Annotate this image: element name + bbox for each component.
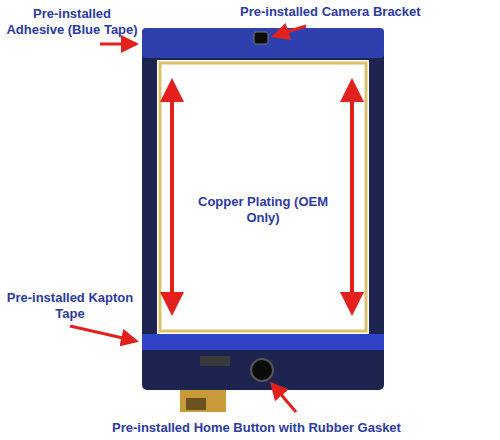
callout-label: Pre-installed Camera Bracket — [240, 4, 490, 20]
dimension-arrow — [170, 82, 174, 312]
digitizer-frame — [142, 28, 384, 390]
copper-plating — [160, 63, 366, 331]
glass-area — [157, 60, 369, 334]
flex-strip — [200, 356, 230, 366]
blue-tape — [142, 28, 384, 58]
dimension-arrow — [350, 82, 354, 312]
camera-bracket — [254, 32, 268, 44]
leader-arrow — [274, 26, 306, 36]
leader-arrow — [100, 43, 136, 46]
leader-arrow — [70, 326, 136, 341]
leader-arrow — [272, 384, 296, 412]
kapton-tape — [142, 334, 384, 350]
flex-connector — [186, 398, 206, 410]
home-button — [251, 359, 273, 381]
callout-label: Copper Plating (OEM Only) — [190, 194, 336, 226]
callout-label: Pre-installed Adhesive (Blue Tape) — [4, 6, 140, 38]
callout-label: Pre-installed Home Button with Rubber Ga… — [112, 420, 492, 436]
callout-label: Pre-installed Kapton Tape — [4, 290, 136, 322]
